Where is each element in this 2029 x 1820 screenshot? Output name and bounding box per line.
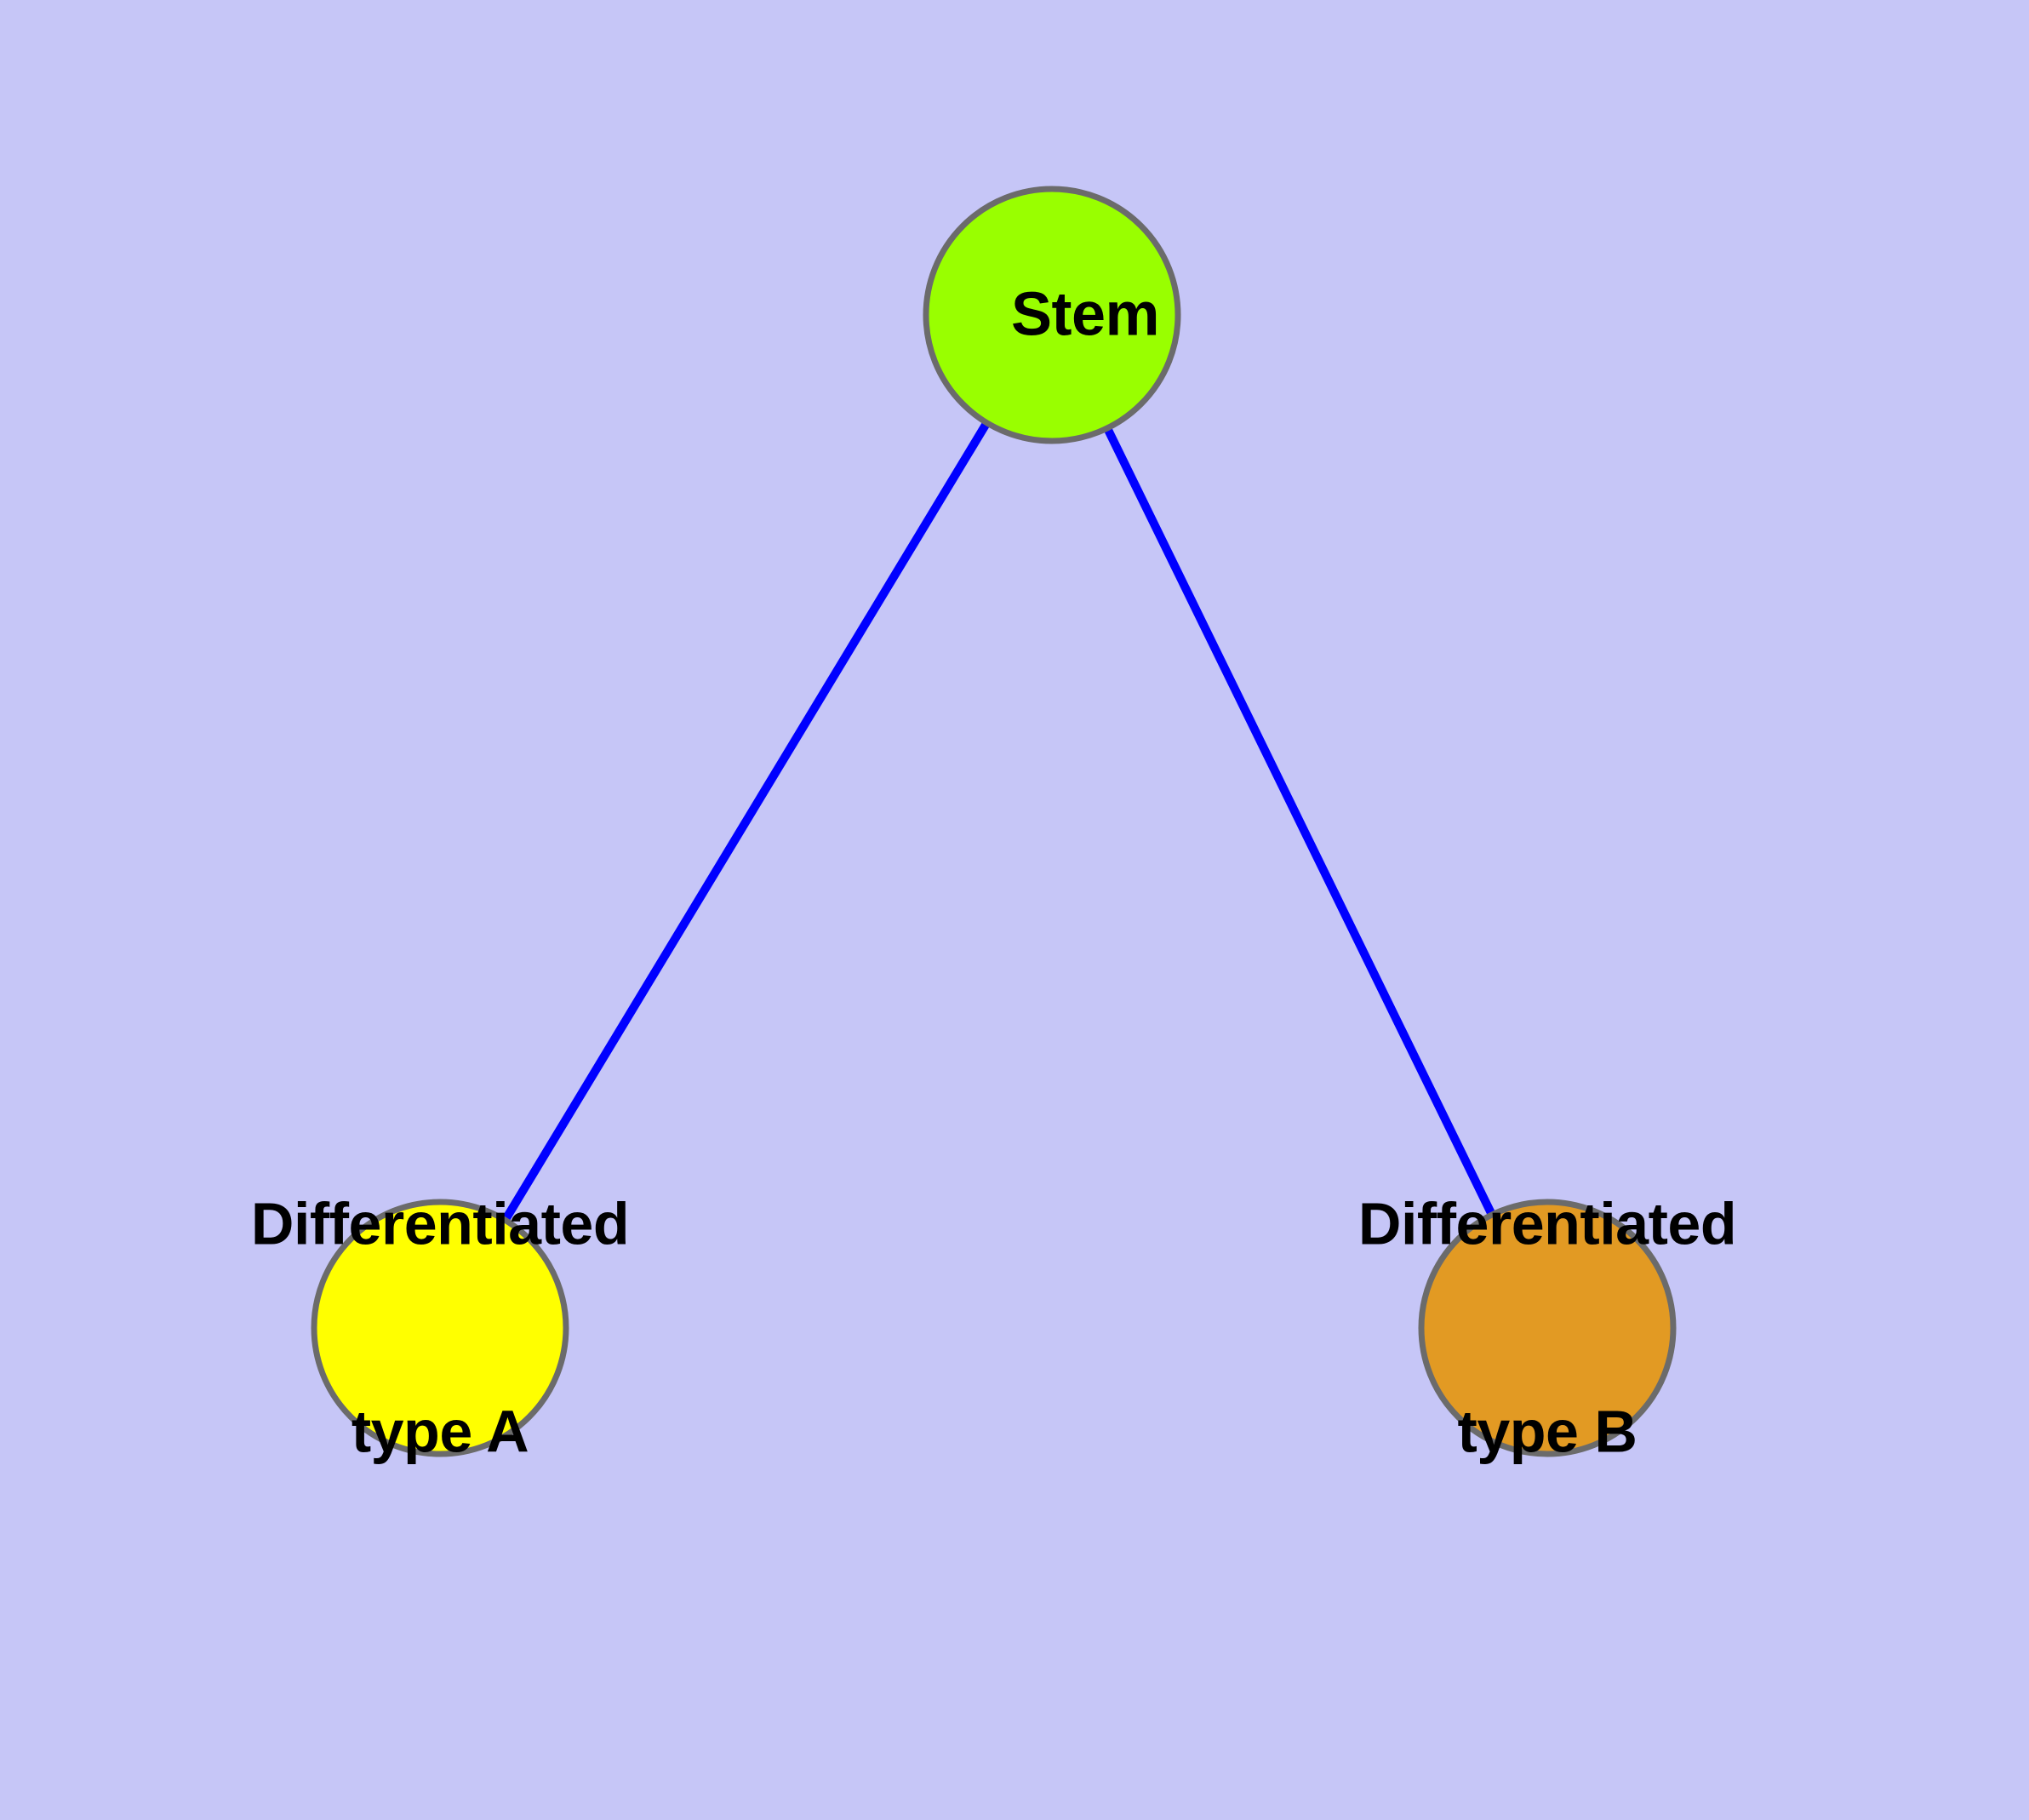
node-differentiated-type-b[interactable] xyxy=(1418,1199,1677,1457)
node-stem[interactable] xyxy=(923,186,1181,444)
node-layer xyxy=(311,186,1677,1457)
edge-layer xyxy=(502,421,1495,1222)
edge-stem-to-differentiated-type-a[interactable] xyxy=(502,421,990,1222)
node-differentiated-type-a[interactable] xyxy=(311,1199,569,1457)
edge-stem-to-differentiated-type-b[interactable] xyxy=(1104,427,1495,1216)
